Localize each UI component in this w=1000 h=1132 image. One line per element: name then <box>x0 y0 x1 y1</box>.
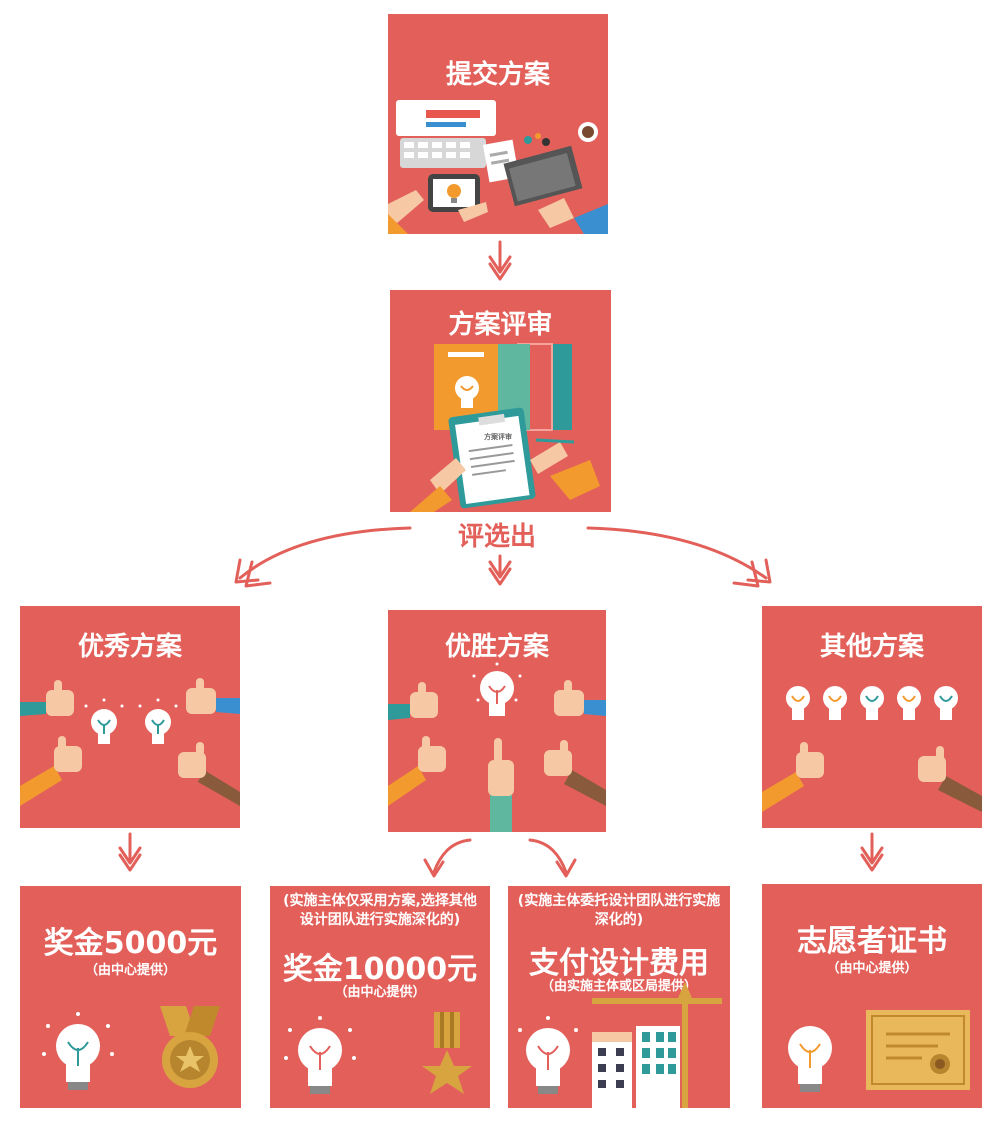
arrow-winning-to-designfee <box>528 838 568 874</box>
certificate-icon <box>866 1010 970 1090</box>
plan-review-title: 方案评审 <box>448 310 553 340</box>
red-bulb-icon <box>526 1028 570 1094</box>
bonus-10000-intro: (实施主体仅采用方案,选择其他设计团队进行实施深化的) <box>283 893 477 928</box>
teal-bulb-icon <box>860 686 884 720</box>
red-bulb-icon <box>480 671 514 716</box>
design-fee-box: (实施主体委托设计团队进行实施深化的) 支付设计费用 （由实施主体或区局提供） <box>508 886 730 1108</box>
winning-illustration <box>388 662 606 832</box>
design-fee-illustration <box>518 982 722 1108</box>
certificate-illustration <box>788 1010 970 1092</box>
certificate-box: 志愿者证书 （由中心提供） <box>762 884 982 1108</box>
orange-bulb-icon <box>823 686 847 720</box>
arrow-winning-to-bonus10000 <box>432 838 472 874</box>
submit-plan-title: 提交方案 <box>445 60 550 90</box>
bonus-10000-title: 奖金10000元 <box>282 952 478 987</box>
excellent-illustration <box>20 678 240 806</box>
building-icon <box>636 1026 680 1108</box>
bonus-5000-illustration <box>42 1006 220 1090</box>
other-plan-box: 其他方案 <box>762 606 982 828</box>
orange-bulb-icon <box>897 686 921 720</box>
desk-work-illustration <box>388 100 608 234</box>
teal-bulb-icon <box>934 686 958 720</box>
arrow-review-to-excellent <box>238 526 412 580</box>
excellent-plan-box: 优秀方案 <box>20 606 240 828</box>
excellent-plan-title: 优秀方案 <box>77 632 182 662</box>
bonus-5000-box: 奖金5000元 （由中心提供） <box>20 886 241 1108</box>
bonus-10000-box: (实施主体仅采用方案,选择其他设计团队进行实施深化的) 奖金10000元 （由中… <box>270 886 490 1108</box>
clipboard-text: 方案评审 <box>484 433 512 441</box>
winning-plan-title: 优胜方案 <box>444 632 549 662</box>
design-fee-title: 支付设计费用 <box>529 946 709 981</box>
bonus-5000-title: 奖金5000元 <box>43 926 218 961</box>
certificate-note: （由中心提供） <box>826 961 918 976</box>
crane-icon <box>592 982 722 1108</box>
orange-bulb-icon <box>788 1026 832 1092</box>
plan-review-box: 方案评审 <box>390 290 611 512</box>
other-illustration <box>762 686 982 812</box>
teal-bulb-icon <box>91 709 117 744</box>
design-fee-note: （由实施主体或区局提供） <box>540 979 697 994</box>
bonus-10000-illustration <box>284 1012 472 1094</box>
select-label: 评选出 <box>458 522 537 552</box>
orange-bulb-icon <box>786 686 810 720</box>
arrow-review-to-other <box>586 526 768 580</box>
teal-bulb-icon <box>145 709 171 744</box>
certificate-title: 志愿者证书 <box>797 924 947 959</box>
submit-plan-box: 提交方案 <box>388 14 608 234</box>
red-bulb-icon <box>298 1028 342 1094</box>
winning-plan-box: 优胜方案 <box>388 610 606 832</box>
star-medal-icon <box>422 1012 472 1094</box>
bonus-10000-note: （由中心提供） <box>334 985 426 1000</box>
review-illustration <box>410 343 600 512</box>
other-plan-title: 其他方案 <box>819 632 924 662</box>
design-fee-intro: (实施主体委托设计团队进行实施深化的) <box>517 893 721 928</box>
medal-icon <box>160 1006 220 1088</box>
building-icon <box>592 1032 632 1108</box>
bonus-5000-note: （由中心提供） <box>84 963 176 978</box>
teal-bulb-icon <box>56 1024 100 1090</box>
